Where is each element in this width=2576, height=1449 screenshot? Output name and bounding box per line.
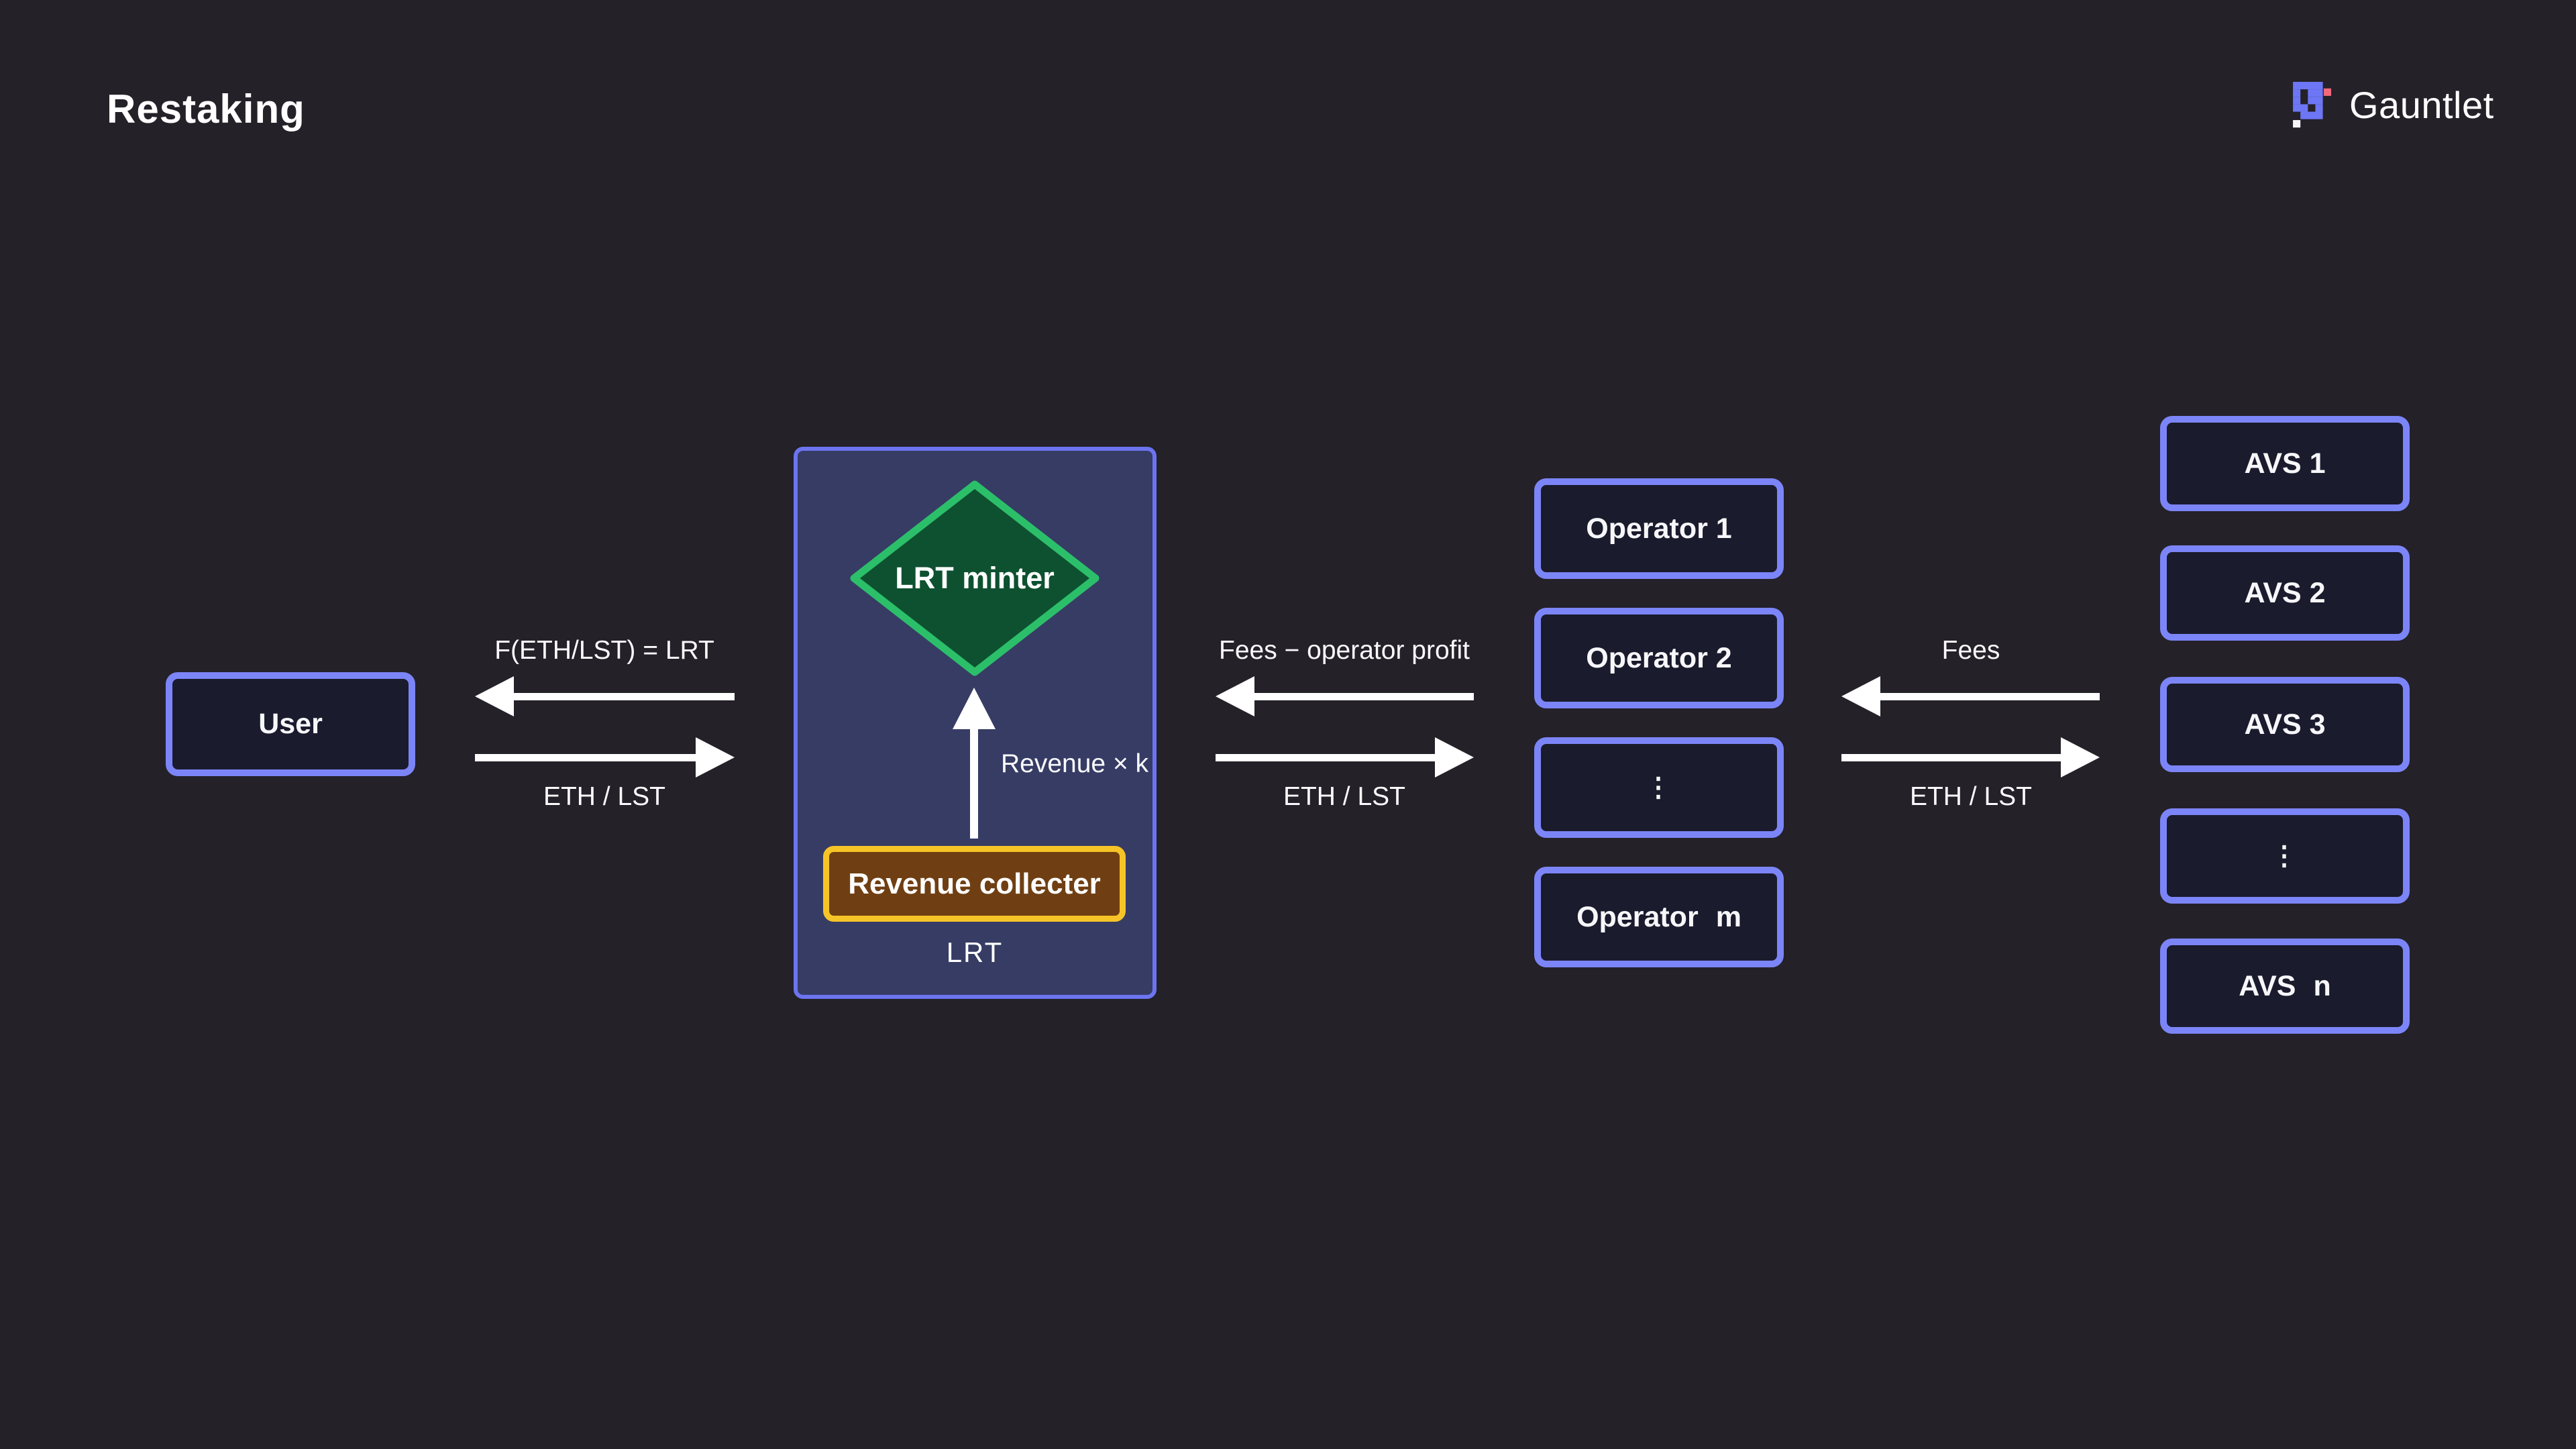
node-operator-ellipsis: ⋮ — [1534, 737, 1784, 838]
arrow-shaft — [1216, 754, 1442, 761]
node-operator-1: Operator 1 — [1534, 478, 1784, 579]
node-avs-3: AVS 3 — [2160, 677, 2410, 772]
arrow-head-right-icon — [696, 737, 735, 777]
arrow-shaft — [970, 725, 978, 839]
arrow-avs-to-operators — [1841, 676, 2100, 716]
arrow-lrt-to-user — [475, 676, 735, 716]
gauntlet-logo-icon — [2293, 82, 2332, 128]
node-avs-2: AVS 2 — [2160, 545, 2410, 641]
arrow-shaft — [1874, 693, 2100, 700]
flow-label-fees-minus-profit: Fees − operator profit — [1219, 636, 1470, 665]
lrt-minter-diamond — [850, 480, 1099, 676]
flow-label-eth-lst-2: ETH / LST — [1283, 782, 1406, 811]
node-avs-ellipsis: ⋮ — [2160, 808, 2410, 904]
arrow-operators-to-lrt — [1216, 676, 1474, 716]
flow-label-f-eth-lst: F(ETH/LST) = LRT — [494, 636, 714, 665]
arrow-head-up-icon — [953, 688, 996, 729]
revenue-collector: Revenue collecter — [823, 846, 1126, 922]
arrow-head-right-icon — [2061, 737, 2100, 777]
brand-name: Gauntlet — [2349, 84, 2494, 126]
node-avs-1: AVS 1 — [2160, 416, 2410, 511]
brand-logo: Gauntlet — [2293, 82, 2494, 128]
arrow-user-to-lrt — [475, 737, 735, 777]
arrow-shaft — [475, 754, 702, 761]
avs-2-label: AVS 2 — [2244, 576, 2326, 609]
operator-m-label: Operator — [1576, 900, 1699, 933]
node-user: User — [166, 672, 415, 776]
avs-n-suffix: n — [2313, 969, 2331, 1002]
operator-2-label: Operator 2 — [1586, 641, 1732, 674]
avs-1-label: AVS 1 — [2244, 447, 2326, 480]
page-title: Restaking — [107, 87, 305, 131]
logo-white-pixel — [2293, 119, 2301, 128]
avs-ellipsis-label: ⋮ — [2271, 841, 2299, 871]
operator-m-suffix: m — [1715, 900, 1741, 933]
arrow-shaft — [507, 693, 735, 700]
node-operator-2: Operator 2 — [1534, 608, 1784, 708]
avs-3-label: AVS 3 — [2244, 708, 2326, 741]
flow-label-revenue-k: Revenue × k — [1001, 749, 1149, 778]
arrow-shaft — [1248, 693, 1474, 700]
arrow-shaft — [1841, 754, 2068, 761]
flow-label-fees: Fees — [1941, 636, 2000, 665]
logo-pink-pixel — [2323, 88, 2332, 96]
lrt-minter-label: LRT minter — [895, 561, 1055, 595]
lrt-group-label: LRT — [946, 936, 1004, 968]
arrow-collector-to-minter — [953, 688, 996, 839]
operator-ellipsis-label: ⋮ — [1645, 773, 1673, 802]
flow-label-eth-lst-3: ETH / LST — [1909, 782, 2033, 811]
node-operator-m: Operator m — [1534, 867, 1784, 967]
user-label: User — [258, 708, 323, 740]
arrow-head-right-icon — [1435, 737, 1474, 777]
flow-label-eth-lst-1: ETH / LST — [543, 782, 666, 811]
arrow-operators-to-avs — [1841, 737, 2100, 777]
operator-1-label: Operator 1 — [1586, 512, 1732, 545]
arrow-lrt-to-operators — [1216, 737, 1474, 777]
avs-n-label: AVS — [2239, 969, 2296, 1002]
revenue-collector-label: Revenue collecter — [848, 867, 1101, 900]
node-avs-n: AVS n — [2160, 938, 2410, 1034]
